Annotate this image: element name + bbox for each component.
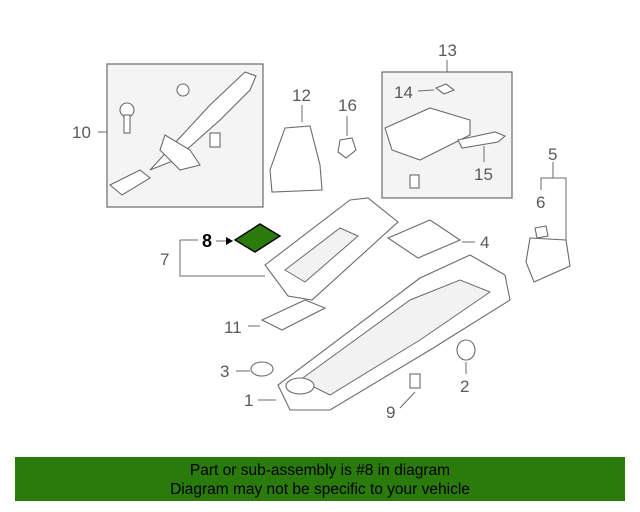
highlighted-part-8 [216,223,282,253]
callout-3: 3 [220,362,229,381]
callout-9: 9 [386,403,395,422]
bezel-part-7 [179,197,399,301]
callout-7: 7 [160,250,169,269]
clip-part-16 [337,116,357,159]
plug-part-9 [399,373,421,409]
callout-11: 11 [224,318,242,337]
lid-part-4 [386,219,475,259]
callout-16: 16 [338,96,357,115]
banner-line-2: Diagram may not be specific to your vehi… [170,481,470,498]
callout-4: 4 [480,233,489,252]
notice-banner: Part or sub-assembly is #8 in diagram Di… [15,457,625,501]
callout-5: 5 [548,145,557,164]
callout-10: 10 [72,123,91,142]
callout-12: 12 [292,86,311,105]
callout-15: 15 [474,165,493,184]
parts-diagram: 10 12 16 13 14 15 5 6 4 7 8 11 3 1 2 9 [72,41,571,422]
tray-part-11 [248,299,327,331]
side-cover-group-5 [525,162,571,283]
banner-line-1: Part or sub-assembly is #8 in diagram [189,462,451,479]
callout-6: 6 [536,193,545,212]
parking-brake-group [98,63,264,208]
console-body-part-1 [258,254,511,411]
shift-boot-part [269,105,323,193]
callout-14: 14 [394,83,413,102]
callout-1: 1 [244,391,253,410]
bracket-group-13 [381,60,513,199]
callout-13: 13 [438,41,457,60]
callout-8: 8 [202,231,212,251]
ring-part-3 [236,361,274,377]
cap-part-2 [456,339,476,374]
callout-2: 2 [460,377,469,396]
